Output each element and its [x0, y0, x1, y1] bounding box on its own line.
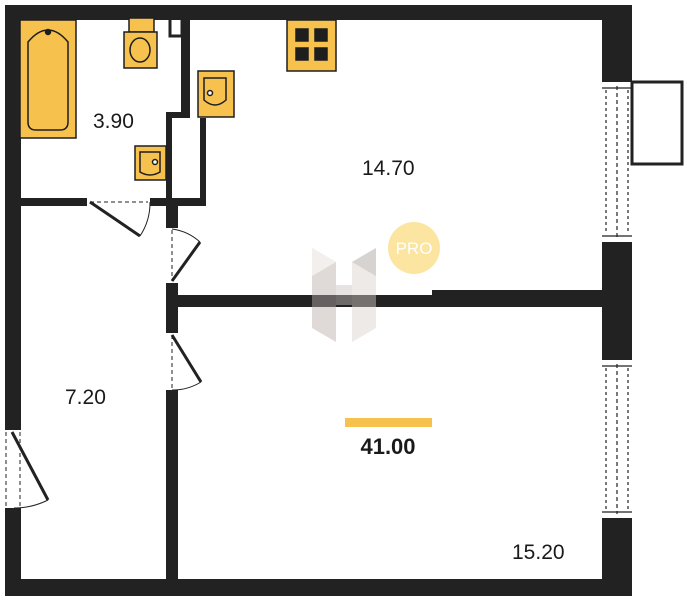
bathroom-sink-icon: [134, 145, 167, 181]
total-area-accent-bar: [345, 418, 432, 427]
watermark-logo-icon: [312, 248, 376, 342]
left-wall-lower: [5, 508, 21, 596]
bath-hall-wall-left: [21, 198, 87, 206]
fixtures: [19, 17, 337, 181]
hall-room-wall: [166, 390, 178, 596]
door-entrance: [5, 430, 50, 509]
right-wall-top: [602, 5, 632, 82]
shaft-right: [200, 118, 206, 206]
hall-area-label: 7.20: [65, 386, 106, 409]
bottom-wall: [5, 579, 632, 596]
pro-badge-text: PRO: [396, 239, 433, 258]
toilet-icon: [123, 17, 158, 69]
shaft-left: [166, 112, 172, 206]
interior-walls: [21, 16, 610, 596]
pro-badge: PRO: [388, 222, 440, 274]
right-wall-bottom: [602, 518, 632, 596]
hall-post-middle: [166, 283, 178, 333]
door-room: [166, 333, 203, 391]
bathtub-icon: [19, 19, 77, 139]
vent-box: [168, 16, 184, 38]
kitchen-area-label: 14.70: [362, 157, 415, 180]
left-wall-upper: [5, 5, 21, 430]
hall-kitchen-post: [166, 200, 178, 228]
bathroom-area-label: 3.90: [93, 110, 134, 133]
kitchen-room-wall-right: [432, 290, 610, 307]
window-room: [602, 360, 632, 518]
stove-icon: [286, 19, 337, 72]
kitchen-sink-icon: [197, 70, 235, 118]
bath-kitchen-wall: [181, 20, 190, 115]
top-wall: [5, 5, 632, 20]
balcony: [630, 80, 684, 166]
window-kitchen: [602, 82, 632, 242]
door-bathroom: [87, 198, 151, 238]
room-area-label: 15.20: [512, 541, 565, 564]
shaft-top: [166, 112, 190, 118]
doors: [5, 198, 203, 509]
kitchen-room-wall-left: [166, 295, 432, 307]
door-kitchen: [166, 228, 202, 283]
total-area-label: 41.00: [360, 434, 415, 459]
windows: [602, 80, 684, 518]
